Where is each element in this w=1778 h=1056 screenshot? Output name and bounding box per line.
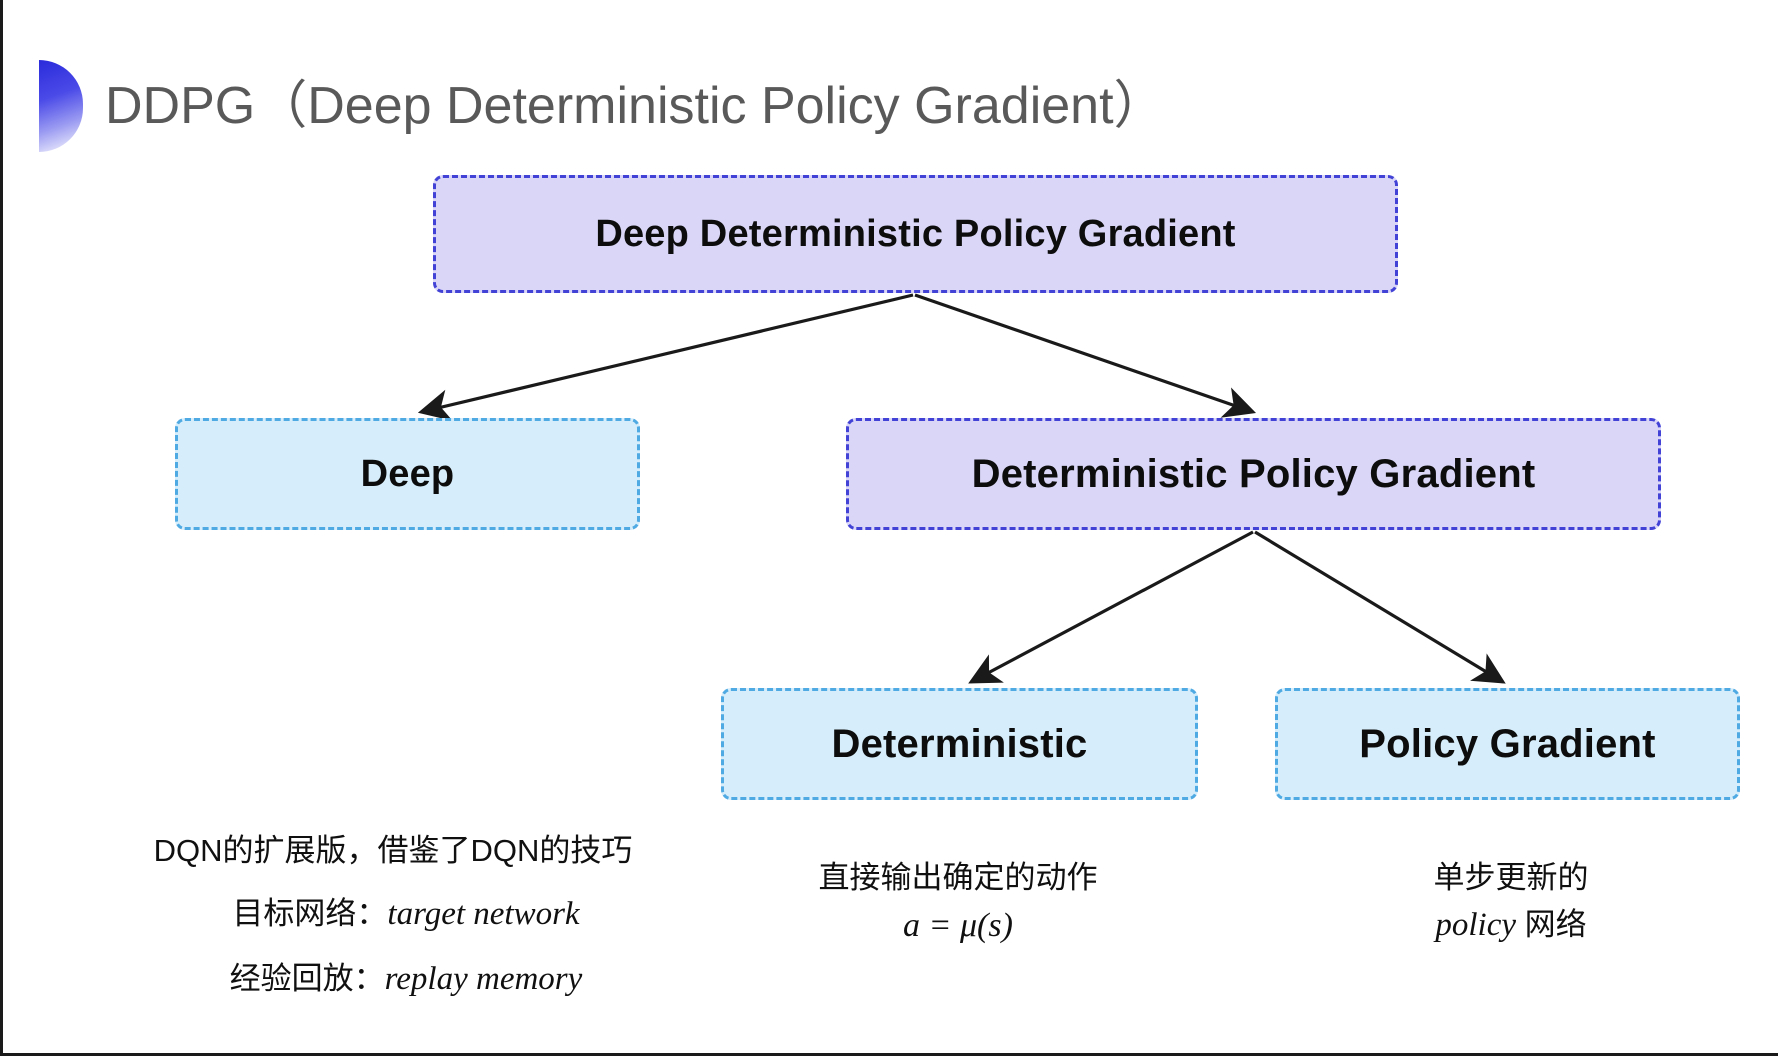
caption-policy-gradient-line2: policy 网络 <box>1271 901 1751 950</box>
caption-policy-gradient-suffix: 网络 <box>1516 906 1587 942</box>
caption-deep-line1: DQN的扩展版，借鉴了DQN的技巧 <box>153 833 633 868</box>
caption-deep-line2-label: 目标网络： <box>232 895 388 931</box>
edge-root-to-dpg <box>914 293 1257 418</box>
half-circle-bullet-icon <box>39 60 83 152</box>
node-deterministic-policy-gradient[interactable]: Deterministic Policy Gradient <box>846 418 1661 530</box>
caption-deterministic: 直接输出确定的动作 a = μ(s) <box>703 855 1213 951</box>
caption-deep-line2-term: target network <box>387 895 580 932</box>
caption-policy-gradient: 单步更新的 policy 网络 <box>1271 855 1751 950</box>
caption-deep-line3-term: replay memory <box>384 960 583 997</box>
caption-deep: DQN的扩展版，借鉴了DQN的技巧 目标网络：target network 经验… <box>83 828 703 1004</box>
page-title: DDPG（Deep Deterministic Policy Gradient） <box>105 76 1166 135</box>
caption-policy-gradient-line1: 单步更新的 <box>1433 860 1589 895</box>
edge-dpg-to-deterministic <box>968 530 1254 684</box>
slide-title-row: DDPG（Deep Deterministic Policy Gradient） <box>3 58 1166 154</box>
caption-deep-line2: 目标网络：target network <box>83 890 703 939</box>
caption-deep-line3-label: 经验回放： <box>229 960 385 996</box>
node-deep[interactable]: Deep <box>175 418 640 530</box>
caption-deep-line3: 经验回放：replay memory <box>83 955 703 1004</box>
caption-deterministic-formula: a = μ(s) <box>903 906 1013 944</box>
node-deep-deterministic-policy-gradient[interactable]: Deep Deterministic Policy Gradient <box>433 175 1398 293</box>
edge-root-to-deep <box>417 293 914 421</box>
node-policy-gradient[interactable]: Policy Gradient <box>1275 688 1740 800</box>
caption-deterministic-line1: 直接输出确定的动作 <box>818 860 1098 895</box>
node-deterministic[interactable]: Deterministic <box>721 688 1198 800</box>
caption-policy-gradient-term: policy <box>1435 906 1516 943</box>
edge-dpg-to-policy-gradient <box>1254 530 1506 684</box>
